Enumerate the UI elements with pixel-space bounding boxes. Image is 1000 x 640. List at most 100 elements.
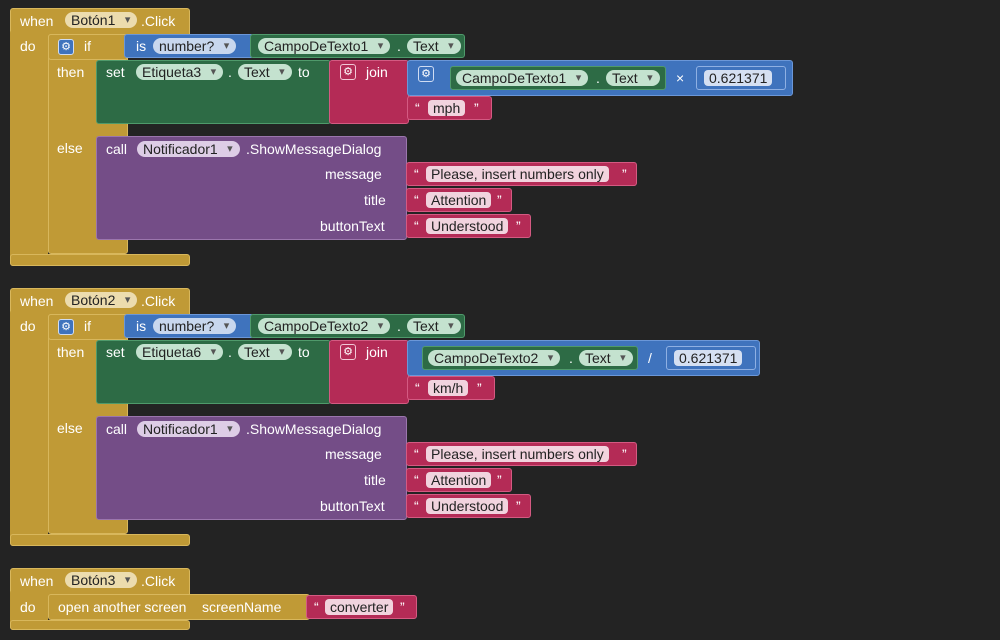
gear-icon[interactable]: ⚙: [340, 64, 356, 80]
text-field[interactable]: Please, insert numbers only: [426, 166, 609, 182]
textbox-component-dropdown[interactable]: CampoDeTexto1: [456, 70, 589, 86]
open-quote: “: [414, 472, 419, 488]
open-quote: “: [314, 599, 319, 615]
do-label: do: [20, 599, 36, 615]
gear-icon[interactable]: ⚙: [58, 319, 74, 335]
close-quote: ”: [497, 472, 502, 488]
open-quote: “: [414, 166, 419, 182]
else-label: else: [57, 140, 83, 156]
dot-separator: .: [596, 70, 600, 86]
call-label: call: [106, 141, 128, 157]
open-quote: “: [415, 100, 420, 116]
gear-icon[interactable]: ⚙: [340, 344, 356, 360]
dot-separator: .: [228, 344, 232, 360]
event-block-boton2-click[interactable]: when Botón2 .Click do ⚙ if then else is …: [10, 288, 800, 548]
is-number-dropdown[interactable]: number?: [153, 318, 237, 334]
message-param-label: message: [325, 166, 382, 182]
notifier-dropdown[interactable]: Notificador1: [137, 141, 240, 157]
text-field[interactable]: Attention: [426, 472, 492, 488]
when-label: when: [20, 13, 54, 29]
do-label: do: [20, 38, 36, 54]
set-label: set: [106, 344, 125, 360]
close-quote: ”: [474, 100, 479, 116]
text-field[interactable]: Understood: [426, 498, 509, 514]
when-label: when: [20, 293, 54, 309]
buttontext-param-label: buttonText: [320, 498, 385, 514]
close-quote: ”: [622, 446, 627, 462]
text-field[interactable]: mph: [428, 100, 466, 116]
method-label: .ShowMessageDialog: [246, 141, 382, 157]
text-property-dropdown[interactable]: Text: [606, 70, 660, 86]
join-label: join: [366, 344, 388, 360]
event-footer: [10, 534, 190, 546]
event-name-label: .Click: [141, 293, 176, 309]
event-footer: [10, 620, 190, 630]
event-do-column: [10, 30, 48, 266]
screenname-param-label: screenName: [202, 599, 282, 615]
notifier-dropdown[interactable]: Notificador1: [137, 421, 240, 437]
dot-separator: .: [397, 318, 401, 334]
message-param-label: message: [325, 446, 382, 462]
text-property-dropdown[interactable]: Text: [407, 38, 461, 54]
do-label: do: [20, 318, 36, 334]
buttontext-param-label: buttonText: [320, 218, 385, 234]
close-quote: ”: [516, 498, 521, 514]
title-param-label: title: [364, 472, 386, 488]
gear-icon[interactable]: ⚙: [58, 39, 74, 55]
open-quote: “: [414, 192, 419, 208]
label-component-dropdown[interactable]: Etiqueta6: [136, 344, 224, 360]
event-block-boton1-click[interactable]: when Botón1 .Click do ⚙ if then else is …: [10, 8, 800, 268]
event-block-boton3-click[interactable]: when Botón3 .Click do open another scree…: [10, 568, 430, 632]
is-label: is: [136, 318, 147, 334]
label-property-dropdown[interactable]: Text: [238, 344, 292, 360]
open-quote: “: [414, 498, 419, 514]
component-dropdown[interactable]: Botón2: [65, 292, 138, 308]
text-field[interactable]: Attention: [426, 192, 492, 208]
is-number-dropdown[interactable]: number?: [153, 38, 237, 54]
text-field[interactable]: Please, insert numbers only: [426, 446, 609, 462]
to-label: to: [298, 344, 310, 360]
event-name-label: .Click: [141, 13, 176, 29]
operator-label: ×: [676, 70, 685, 86]
gear-icon[interactable]: ⚙: [418, 66, 434, 82]
close-quote: ”: [477, 380, 482, 396]
set-label: set: [106, 64, 125, 80]
event-footer: [10, 254, 190, 266]
textbox-component-dropdown[interactable]: CampoDeTexto1: [258, 38, 391, 54]
close-quote: ”: [497, 192, 502, 208]
when-label: when: [20, 573, 54, 589]
close-quote: ”: [516, 218, 521, 234]
label-component-dropdown[interactable]: Etiqueta3: [136, 64, 224, 80]
number-field[interactable]: 0.621371: [674, 350, 743, 366]
call-label: call: [106, 421, 128, 437]
textbox-component-dropdown[interactable]: CampoDeTexto2: [258, 318, 391, 334]
event-name-label: .Click: [141, 573, 176, 589]
then-label: then: [57, 344, 85, 360]
dot-separator: .: [569, 350, 573, 366]
number-field[interactable]: 0.621371: [704, 70, 773, 86]
text-field[interactable]: Understood: [426, 218, 509, 234]
open-quote: “: [415, 380, 420, 396]
text-field[interactable]: km/h: [428, 380, 469, 396]
title-param-label: title: [364, 192, 386, 208]
open-quote: “: [414, 446, 419, 462]
text-field[interactable]: converter: [325, 599, 394, 615]
textbox-component-dropdown[interactable]: CampoDeTexto2: [428, 350, 561, 366]
label-property-dropdown[interactable]: Text: [238, 64, 292, 80]
to-label: to: [298, 64, 310, 80]
join-label: join: [366, 64, 388, 80]
method-label: .ShowMessageDialog: [246, 421, 382, 437]
component-dropdown[interactable]: Botón3: [65, 572, 138, 588]
open-another-screen-label: open another screen: [58, 599, 187, 615]
close-quote: ”: [400, 599, 405, 615]
if-label: if: [84, 318, 91, 334]
if-label: if: [84, 38, 91, 54]
open-quote: “: [414, 218, 419, 234]
operator-label: /: [648, 350, 652, 366]
event-do-column: [10, 310, 48, 546]
then-label: then: [57, 64, 85, 80]
text-property-dropdown[interactable]: Text: [407, 318, 461, 334]
text-property-dropdown[interactable]: Text: [579, 350, 633, 366]
component-dropdown[interactable]: Botón1: [65, 12, 138, 28]
dot-separator: .: [397, 38, 401, 54]
